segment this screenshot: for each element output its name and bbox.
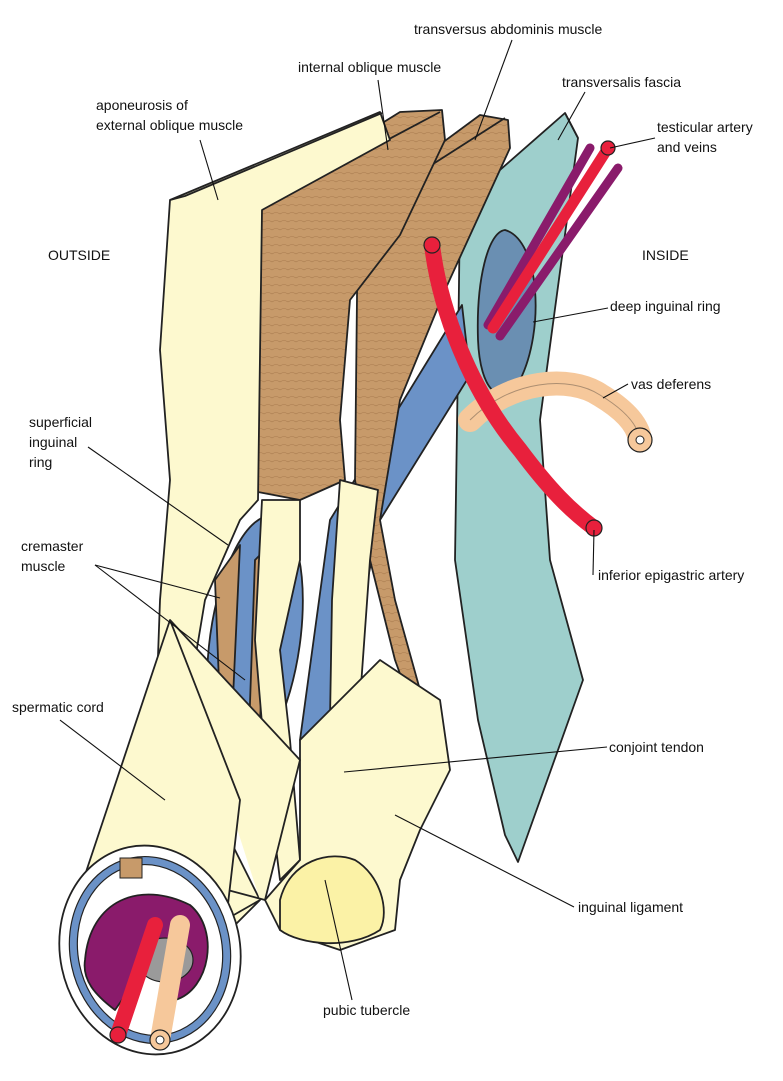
- label-cremaster-line1: cremaster: [21, 538, 84, 554]
- label-aponeurosis-line2: external oblique muscle: [96, 117, 243, 133]
- inferior-epigastric-artery-tube: [424, 237, 602, 536]
- cord-vas-lumen: [155, 1035, 165, 1045]
- label-superficial-line1: superficial: [29, 414, 92, 430]
- internal-oblique-sheet: [257, 109, 446, 501]
- label-internal-oblique: internal oblique muscle: [298, 59, 441, 75]
- cord-cremaster-fiber: [119, 857, 143, 879]
- label-aponeurosis-line1: aponeurosis of: [96, 97, 188, 113]
- pubic-tubercle-shape: [279, 855, 385, 945]
- label-conjoint-tendon: conjoint tendon: [609, 739, 704, 755]
- transversalis-fascia-edge: [564, 112, 579, 139]
- label-spermatic-cord: spermatic cord: [12, 699, 104, 715]
- label-inguinal-ligament: inguinal ligament: [578, 899, 683, 915]
- label-inferior-epigastric: inferior epigastric artery: [598, 567, 744, 583]
- label-vas-deferens: vas deferens: [631, 376, 711, 392]
- label-transversalis-fascia: transversalis fascia: [562, 74, 681, 90]
- testicular-vein-1: [483, 143, 595, 330]
- testicular-artery: [487, 142, 614, 334]
- label-superficial-line3: ring: [29, 454, 52, 470]
- transversus-abdominis-sheet: [354, 114, 511, 716]
- label-pubic-tubercle: pubic tubercle: [323, 1002, 410, 1018]
- cord-vas-segment: [150, 915, 190, 1050]
- testicular-vein-2: [495, 163, 623, 341]
- label-testicular-line1: testicular artery: [657, 119, 753, 135]
- label-testicular-line2: and veins: [657, 139, 717, 155]
- cord-artery-segment: [110, 917, 163, 1043]
- label-inside: INSIDE: [642, 247, 689, 263]
- label-transversus-abdominis: transversus abdominis muscle: [414, 21, 603, 37]
- label-deep-inguinal-ring: deep inguinal ring: [610, 298, 721, 314]
- label-cremaster-line2: muscle: [21, 558, 66, 574]
- inferior-epigastric-artery-top: [423, 236, 441, 254]
- testicular-artery-end: [600, 140, 616, 156]
- aponeurosis-top-edge: [169, 112, 383, 201]
- cord-artery-end: [109, 1026, 127, 1044]
- vas-deferens-outline: [469, 383, 641, 441]
- label-outside: OUTSIDE: [48, 247, 110, 263]
- vas-deferens-lumen: [635, 435, 645, 445]
- label-superficial-line2: inguinal: [29, 434, 77, 450]
- leader-lines: [59, 39, 656, 1001]
- vas-deferens-tube: [458, 371, 652, 452]
